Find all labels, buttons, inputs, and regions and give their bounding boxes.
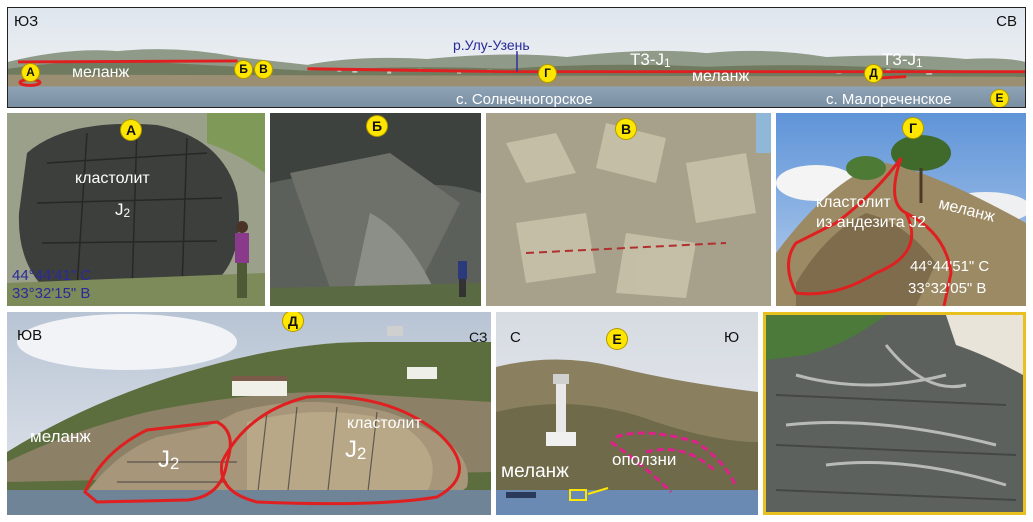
photo-g-badge: Г <box>903 118 923 138</box>
photo-a-longitude: 33°32'15" В <box>12 285 91 302</box>
photo-a: А кластолит J2 44°44'41" С 33°32'15" В <box>7 113 265 306</box>
point-d-badge: Д <box>865 65 882 82</box>
photo-g-image <box>776 113 1026 306</box>
panorama-photo: ЮЗ СВ р.Улу-Узень меланж меланж T3-J1 T3… <box>7 7 1026 108</box>
age-label-2: T3-J1 <box>882 50 923 70</box>
photo-g-contact-line <box>787 157 914 296</box>
photo-e-landslides-label: оползни <box>612 450 677 469</box>
photo-d-age-left: J2 <box>158 446 180 473</box>
photo-d-image <box>7 312 491 515</box>
photo-g-rock-label-1: кластолит <box>816 194 891 211</box>
river-label: р.Улу-Узень <box>453 37 530 53</box>
photo-d-contact-line-right <box>219 394 461 506</box>
photo-g-latitude: 44°44'51" С <box>910 258 990 275</box>
age-label-1: T3-J1 <box>630 50 671 70</box>
photo-g-longitude: 33°32'05" В <box>908 280 987 297</box>
photo-d-rock-label: кластолит <box>347 415 422 432</box>
photo-e-badge: Е <box>607 329 627 349</box>
photo-d-contact-line-left <box>83 420 232 504</box>
photo-a-badge: А <box>121 120 141 140</box>
photo-e-melange-label: меланж <box>501 461 569 482</box>
photo-e-direction-n: С <box>510 329 521 346</box>
village-malorechenskoe: с. Малореченское <box>826 91 952 108</box>
photo-d: Д ЮВ СЗ меланж J2 кластолит J2 <box>7 312 491 515</box>
photo-d-direction-se: ЮВ <box>17 327 43 344</box>
photo-d-badge: Д <box>283 312 303 331</box>
point-a-badge: А <box>22 64 39 81</box>
photo-d-age-right: J2 <box>345 436 367 463</box>
melange-label-2: меланж <box>692 68 750 85</box>
photo-zoom-image <box>766 315 1023 512</box>
point-e-badge: Е <box>991 90 1008 107</box>
photo-g-rock-label-2: из андезита J2 <box>816 214 926 231</box>
direction-ne: СВ <box>996 13 1017 30</box>
zoom-box <box>569 489 587 501</box>
panorama-image <box>8 8 1025 107</box>
direction-sw: ЮЗ <box>14 13 39 30</box>
point-g-badge: Г <box>539 65 556 82</box>
photo-a-image <box>7 113 265 306</box>
photo-v-badge: В <box>616 119 636 139</box>
photo-b: Б <box>270 113 481 306</box>
melange-label-1: меланж <box>72 64 130 81</box>
photo-g: Г кластолит из андезита J2 меланж 44°44'… <box>776 113 1026 306</box>
photo-v: В <box>486 113 771 306</box>
photo-b-badge: Б <box>367 116 387 136</box>
point-b-badge: Б <box>235 61 252 78</box>
village-solnechnogorskoe: с. Солнечногорское <box>456 91 593 108</box>
photo-a-age-label: J2 <box>115 200 131 220</box>
photo-a-latitude: 44°44'41" С <box>12 267 92 284</box>
point-v-badge: В <box>255 61 272 78</box>
photo-e-image <box>496 312 758 515</box>
photo-a-rock-label: кластолит <box>75 170 150 187</box>
photo-b-image <box>270 113 481 306</box>
landslide-outline <box>610 431 738 494</box>
photo-d-melange-label: меланж <box>30 427 91 446</box>
photo-zoom <box>763 312 1026 515</box>
photo-e-direction-s: Ю <box>724 329 740 346</box>
photo-v-image <box>486 113 771 306</box>
photo-e: С Е Ю меланж оползни <box>496 312 758 515</box>
photo-d-direction-nw: СЗ <box>469 329 488 345</box>
